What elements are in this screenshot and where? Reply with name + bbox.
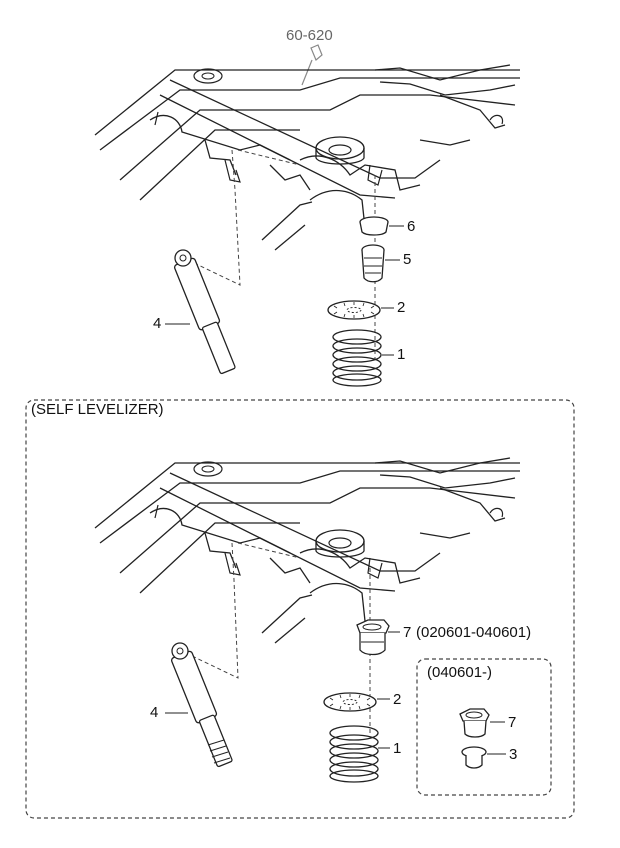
- top-frame-bracket-link: [191, 149, 241, 286]
- variant-callout-bracket: 7: [508, 714, 517, 731]
- bottom-coil-spring: [329, 725, 379, 783]
- variant-box-title: (040601-): [427, 664, 493, 681]
- bottom-callout-bracket-range: (020601-040601): [416, 624, 532, 641]
- bottom-callout-coil-spring: 1: [393, 740, 402, 757]
- top-cap: [359, 216, 389, 236]
- bottom-shock-absorber: [170, 642, 234, 768]
- top-callout-shock-absorber: 4: [153, 315, 162, 332]
- bottom-callout-bracket: 7: [403, 624, 412, 641]
- top-coil-spring: [332, 329, 382, 387]
- variant-box: [416, 658, 552, 796]
- top-frame: [94, 64, 521, 251]
- bottom-callout-spring-seat: 2: [393, 691, 402, 708]
- top-callout-spring-seat: 2: [397, 299, 406, 316]
- variant-bracket: [459, 708, 490, 738]
- top-callout-coil-spring: 1: [397, 346, 406, 363]
- top-shock-absorber: [173, 249, 237, 375]
- bottom-bracket: [356, 619, 390, 656]
- bottom-frame: [94, 457, 521, 644]
- variant-part-3: [461, 746, 487, 769]
- top-spring-seat: [327, 300, 381, 320]
- variant-callout-part: 3: [509, 746, 518, 763]
- top-callout-bumper-stopper: 5: [403, 251, 412, 268]
- top-bumper-stopper: [361, 244, 385, 283]
- self-levelizer-box: [25, 399, 575, 819]
- bottom-spring-seat: [323, 692, 377, 712]
- top-callout-cap: 6: [407, 218, 416, 235]
- bottom-frame-bracket-link: [189, 542, 239, 679]
- bottom-callout-shock-absorber: 4: [150, 704, 159, 721]
- reference-label[interactable]: 60-620: [286, 27, 333, 44]
- section-title: (SELF LEVELIZER): [31, 401, 164, 418]
- reference-pointer: [310, 44, 323, 61]
